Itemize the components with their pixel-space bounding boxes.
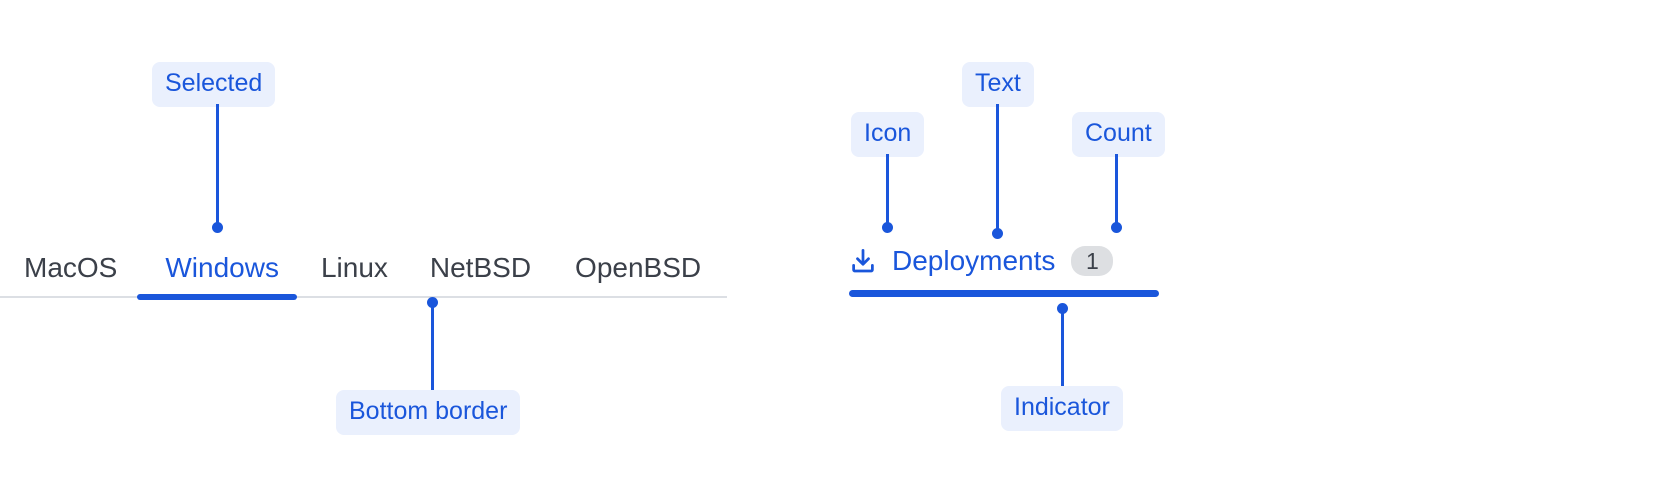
leader-dot-icon <box>882 222 893 233</box>
download-icon <box>852 249 874 273</box>
leader-dot-text <box>992 228 1003 239</box>
leader-line-selected <box>216 104 219 226</box>
tab-openbsd[interactable]: OpenBSD <box>575 252 702 283</box>
callout-count: Count <box>1072 112 1165 157</box>
tab-row: MacOS Windows Linux NetBSD OpenBSD <box>0 245 701 282</box>
tab-windows[interactable]: Windows <box>165 252 279 283</box>
leader-line-text <box>996 104 999 232</box>
callout-bottom-border: Bottom border <box>336 390 521 435</box>
leader-line-bottom-border <box>431 302 434 390</box>
leader-line-icon <box>886 154 889 226</box>
callout-icon: Icon <box>851 112 925 157</box>
tablist-bottom-border <box>0 296 727 298</box>
leader-line-indicator <box>1061 308 1064 386</box>
tab-linux[interactable]: Linux <box>320 252 388 283</box>
leader-dot-count <box>1111 222 1122 233</box>
tab-selected-indicator-windows <box>137 294 297 300</box>
tablist-os: MacOS Windows Linux NetBSD OpenBSD <box>0 245 780 305</box>
tab-deployments[interactable]: Deployments 1 <box>848 245 1114 276</box>
callout-selected: Selected <box>152 62 276 107</box>
tab-deployments-label: Deployments <box>892 245 1056 276</box>
leader-dot-selected <box>212 222 223 233</box>
tab-macos[interactable]: MacOS <box>24 252 118 283</box>
tab-selected-indicator-deployments <box>849 290 1159 297</box>
callout-text: Text <box>962 62 1034 107</box>
leader-line-count <box>1115 154 1118 226</box>
callout-indicator: Indicator <box>1001 386 1123 431</box>
tab-netbsd[interactable]: NetBSD <box>429 252 532 283</box>
tab-deployments-count-badge: 1 <box>1071 246 1114 276</box>
